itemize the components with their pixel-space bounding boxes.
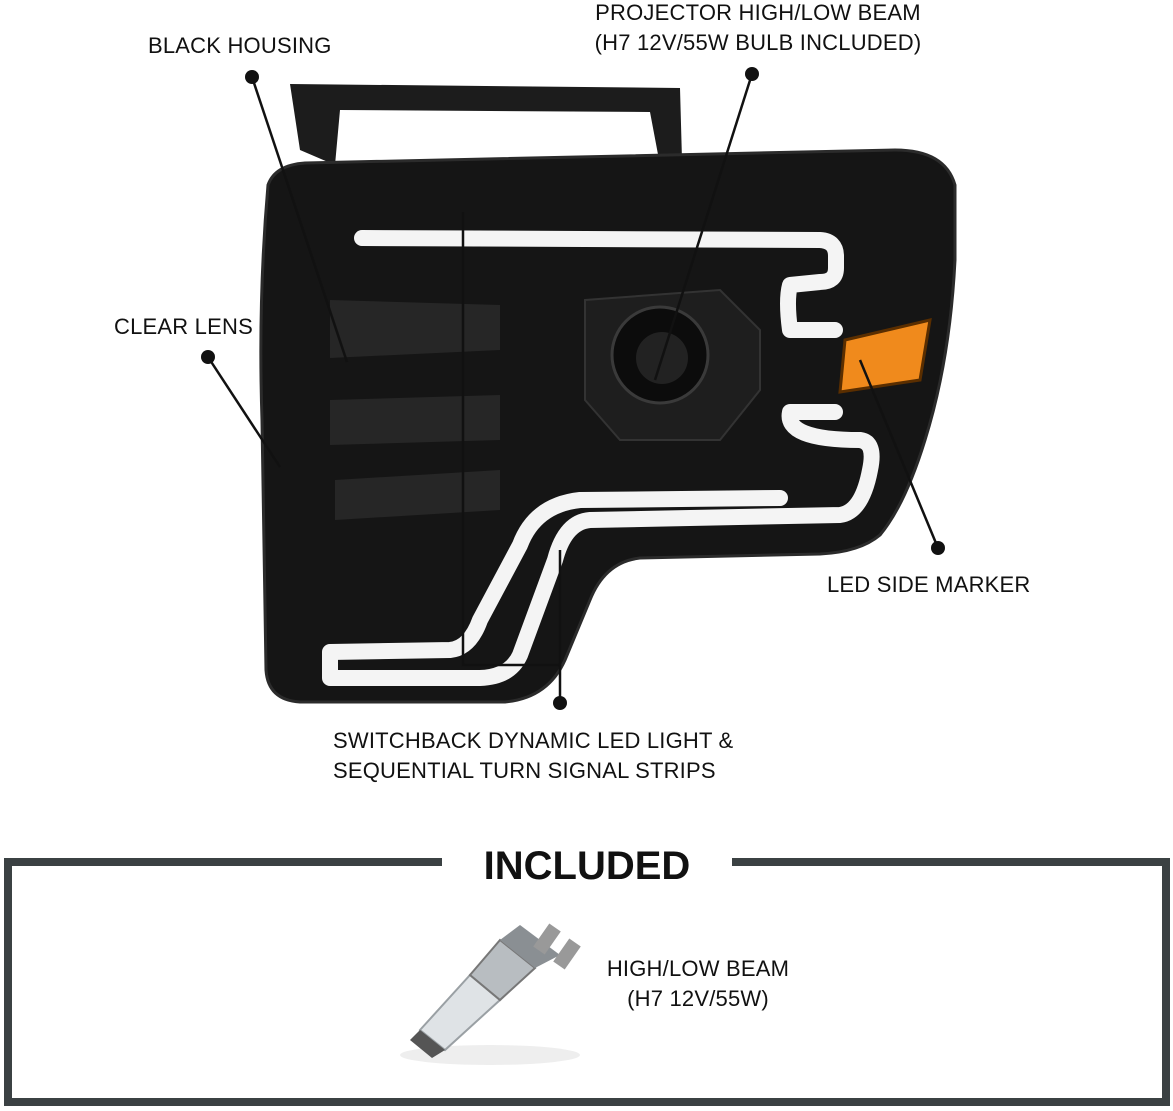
led-strip: [322, 230, 880, 686]
label-led-side-marker: LED SIDE MARKER: [827, 572, 1031, 597]
included-title: INCLUDED: [442, 838, 732, 894]
label-black-housing: BLACK HOUSING: [148, 33, 332, 58]
h7-bulb-image: [400, 923, 581, 1065]
label-projector-line1: PROJECTOR HIGH/LOW BEAM: [595, 0, 921, 25]
mount-bracket: [290, 84, 682, 165]
label-switchback-line1: SWITCHBACK DYNAMIC LED LIGHT &: [333, 728, 734, 753]
included-item-line2: (H7 12V/55W): [627, 986, 769, 1011]
inner-panels: [330, 300, 500, 520]
callout-lines: [206, 73, 940, 703]
included-item-line1: HIGH/LOW BEAM: [606, 956, 790, 981]
amber-side-marker: [838, 318, 932, 394]
label-switchback-line2: SEQUENTIAL TURN SIGNAL STRIPS: [333, 758, 716, 783]
label-projector-line2: (H7 12V/55W BULB INCLUDED): [594, 30, 922, 55]
label-clear-lens: CLEAR LENS: [114, 314, 253, 339]
callout-dots: [201, 67, 945, 710]
